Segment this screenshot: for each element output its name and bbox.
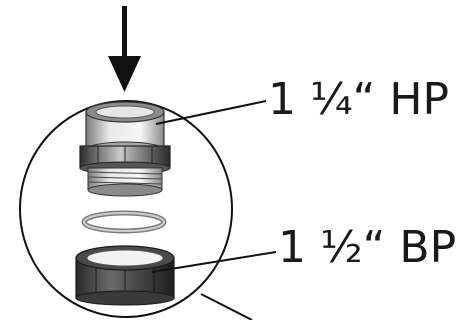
top-part-label: 1 ¼“ HP [268,74,450,125]
down-arrow-icon [108,6,141,92]
top-label-leader [155,100,267,125]
bottom-part-label: 1 ½“ BP [278,222,457,273]
upper-fitting [79,101,171,197]
lower-nut [75,245,175,306]
circle-leader-line [200,293,253,320]
bottom-label-leader [151,251,277,273]
detail-circle [19,100,233,318]
gasket-ring [81,210,167,234]
